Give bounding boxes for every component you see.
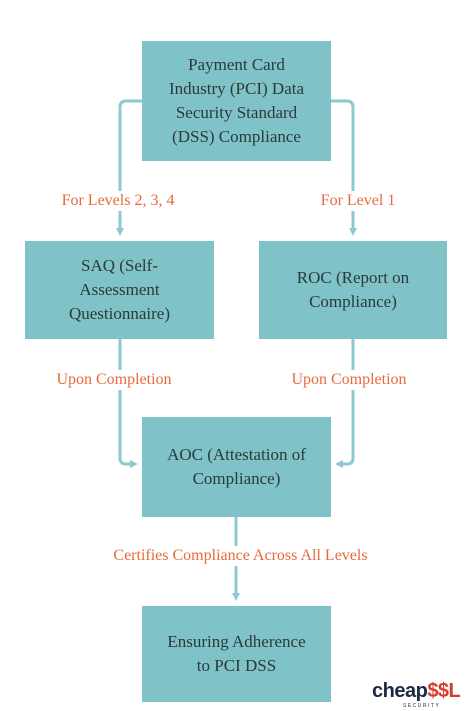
label-upon-completion-right: Upon Completion: [247, 370, 451, 390]
connector-pci-saq: [116, 99, 142, 236]
label-levels-2-3-4: For Levels 2, 3, 4: [20, 191, 216, 211]
label-certifies-compliance: Certifies Compliance Across All Levels: [57, 546, 424, 566]
pci-dss-compliance-box: Payment Card Industry (PCI) Data Securit…: [142, 41, 331, 161]
ensuring-adherence-box: Ensuring Adherence to PCI DSS: [142, 606, 331, 702]
label-upon-completion-left: Upon Completion: [12, 370, 216, 390]
logo-wordmark: cheap$$L: [372, 680, 461, 702]
pci-dss-compliance-text: Payment Card Industry (PCI) Data Securit…: [168, 55, 305, 146]
connector-saq-aoc: [118, 339, 138, 468]
saq-text: SAQ (Self- Assessment Questionnaire): [68, 256, 171, 323]
label-level-1: For Level 1: [300, 191, 416, 211]
ensuring-adherence-text: Ensuring Adherence to PCI DSS: [167, 632, 306, 675]
saq-box: SAQ (Self- Assessment Questionnaire): [25, 241, 214, 339]
roc-text: ROC (Report on Compliance): [296, 268, 410, 311]
logo-tagline: SECURITY: [403, 703, 441, 709]
connector-roc-aoc: [335, 339, 355, 468]
cheapssl-logo: cheap$$L SECURITY: [372, 680, 470, 710]
roc-box: ROC (Report on Compliance): [259, 241, 447, 339]
aoc-box: AOC (Attestation of Compliance): [142, 417, 331, 517]
connector-pci-roc: [331, 99, 357, 236]
aoc-text: AOC (Attestation of Compliance): [167, 445, 306, 488]
